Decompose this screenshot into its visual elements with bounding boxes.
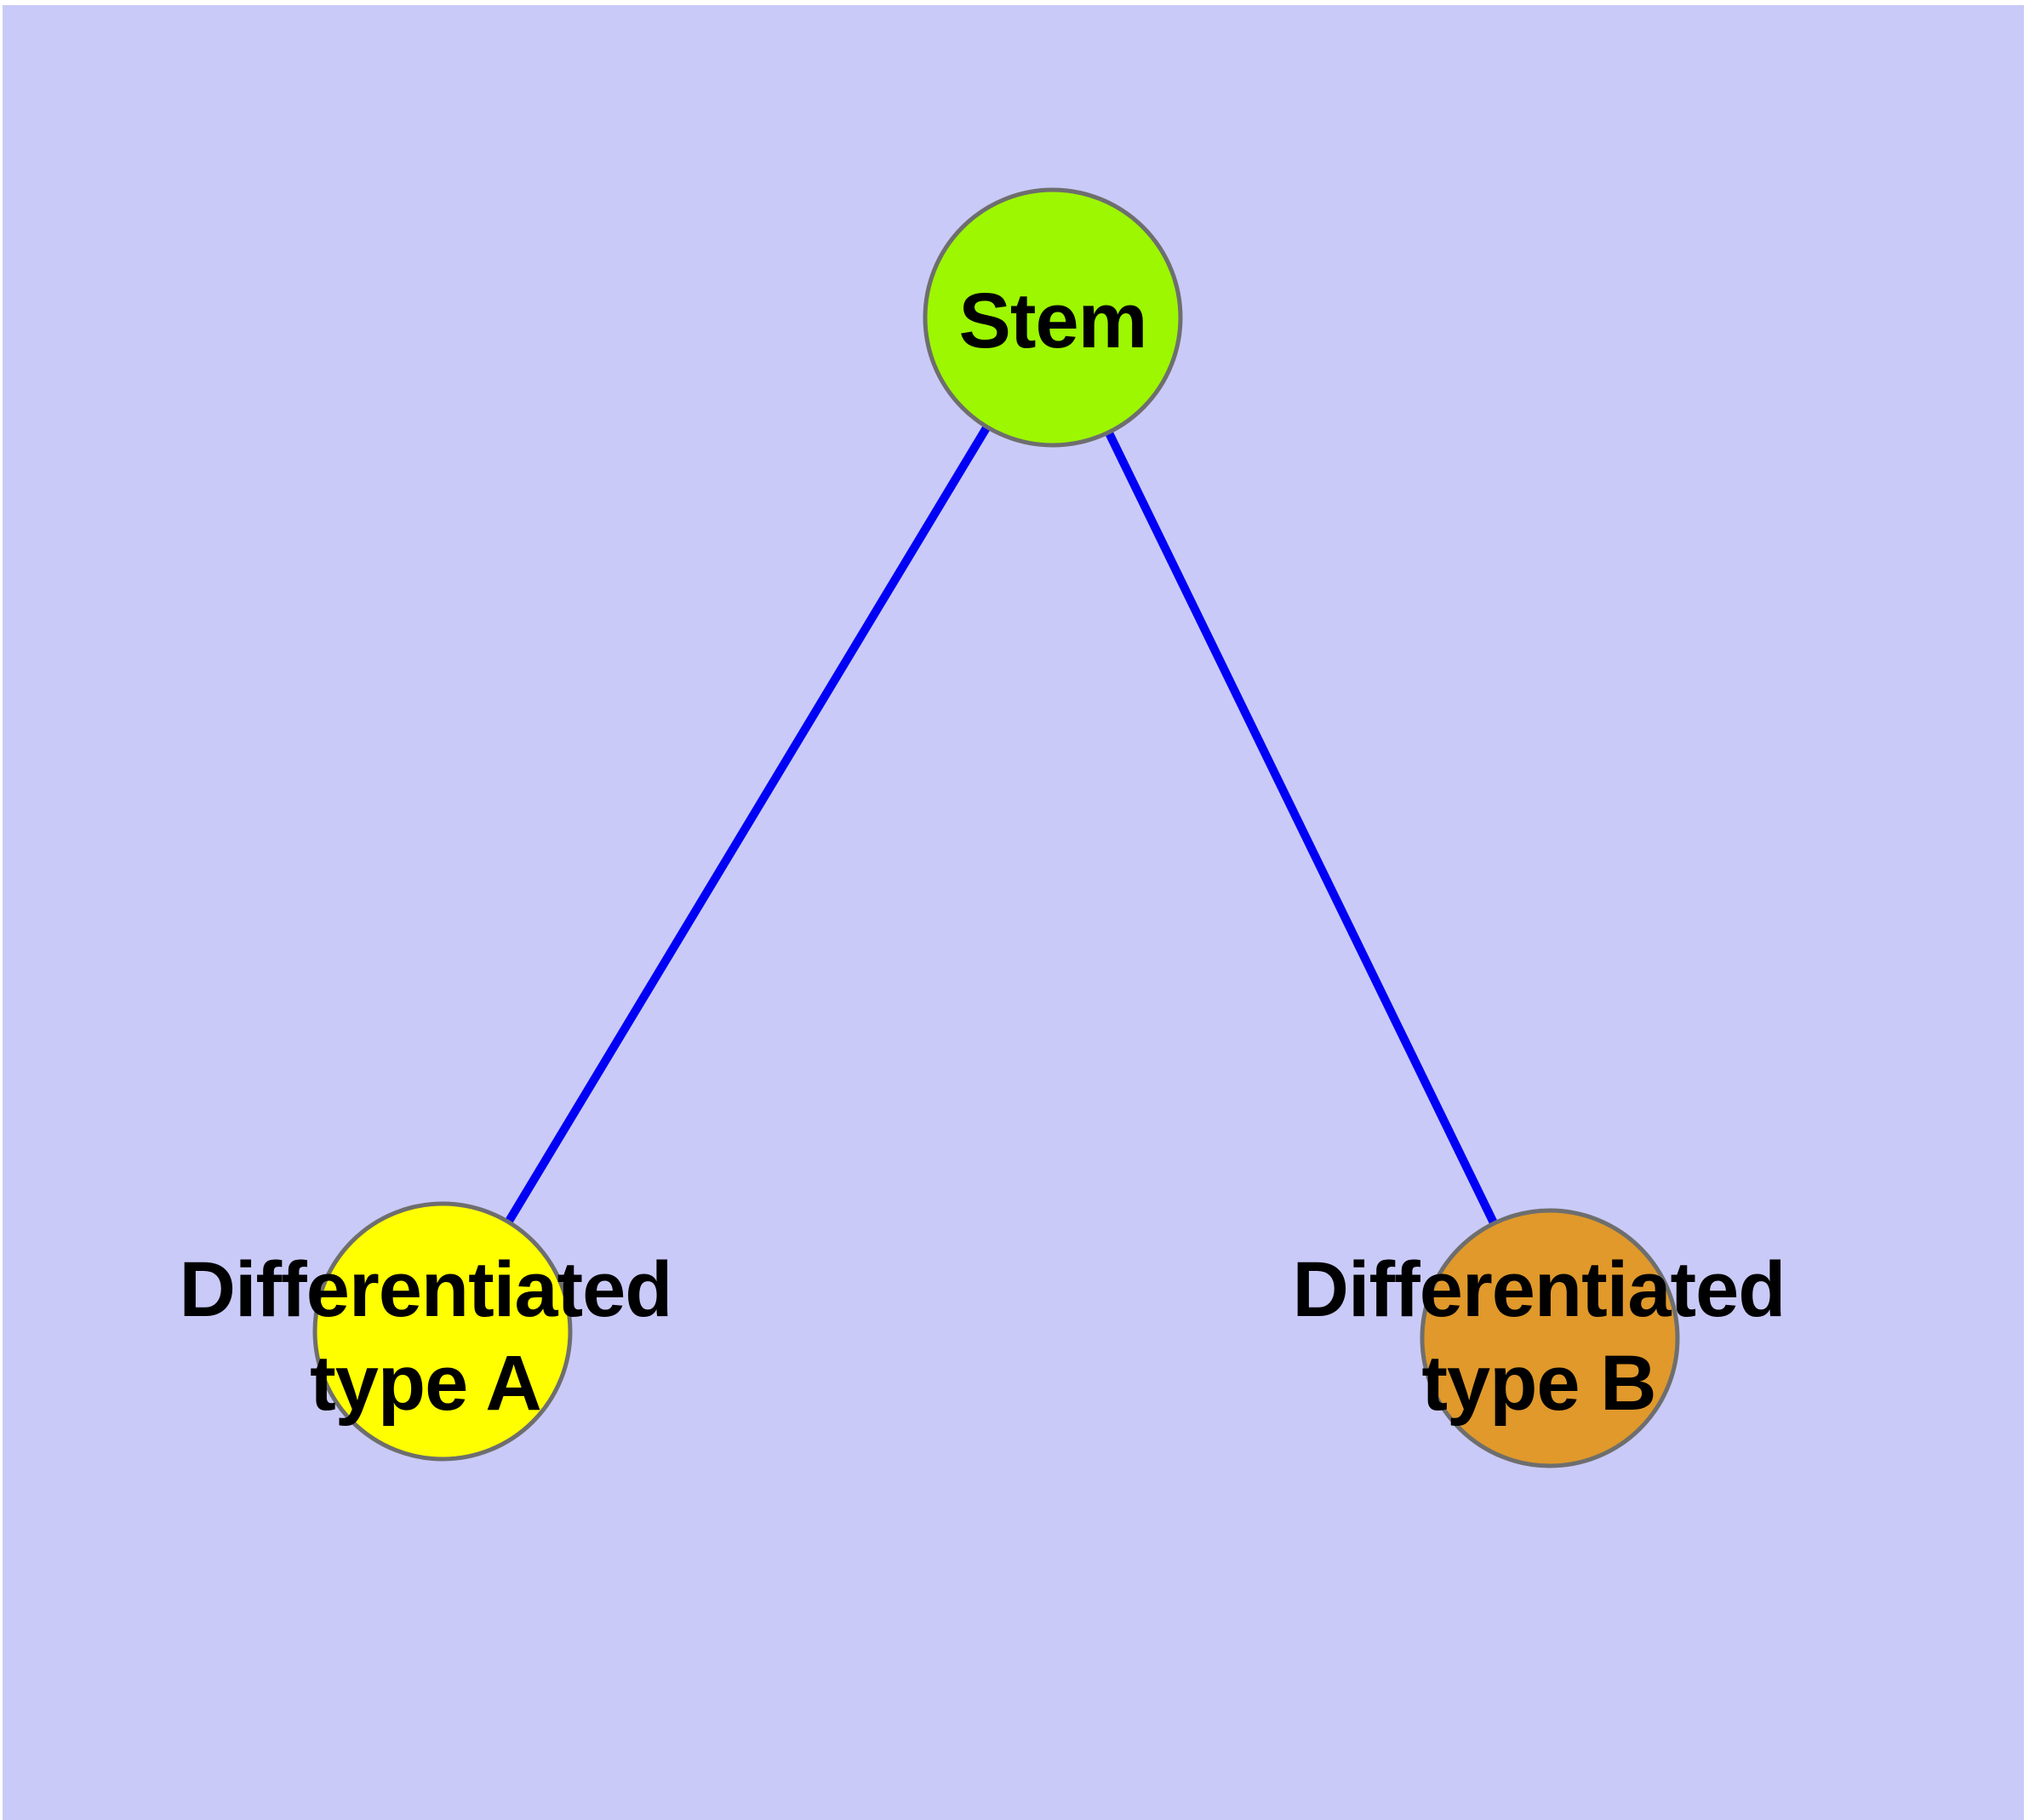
edge-stem-to-type-a (438, 315, 1057, 1334)
node-type-a-label: Differentiated type A (179, 1243, 673, 1430)
node-stem-label-text: Stem (958, 278, 1148, 364)
node-type-b-circle (1420, 1208, 1680, 1468)
node-type-b-label-line1: Differentiated (1292, 1246, 1786, 1333)
node-type-a-circle (312, 1201, 573, 1462)
node-type-b-label-line2: type B (1421, 1340, 1656, 1427)
node-type-b-label: Differentiated type B (1293, 1243, 1786, 1430)
node-stem-circle (923, 187, 1183, 448)
edge-stem-to-type-b (1049, 315, 1554, 1341)
node-type-a-label-line1: Differentiated (179, 1246, 673, 1333)
node-type-a-label-line2: type A (310, 1340, 542, 1427)
node-stem-label: Stem (958, 274, 1148, 368)
